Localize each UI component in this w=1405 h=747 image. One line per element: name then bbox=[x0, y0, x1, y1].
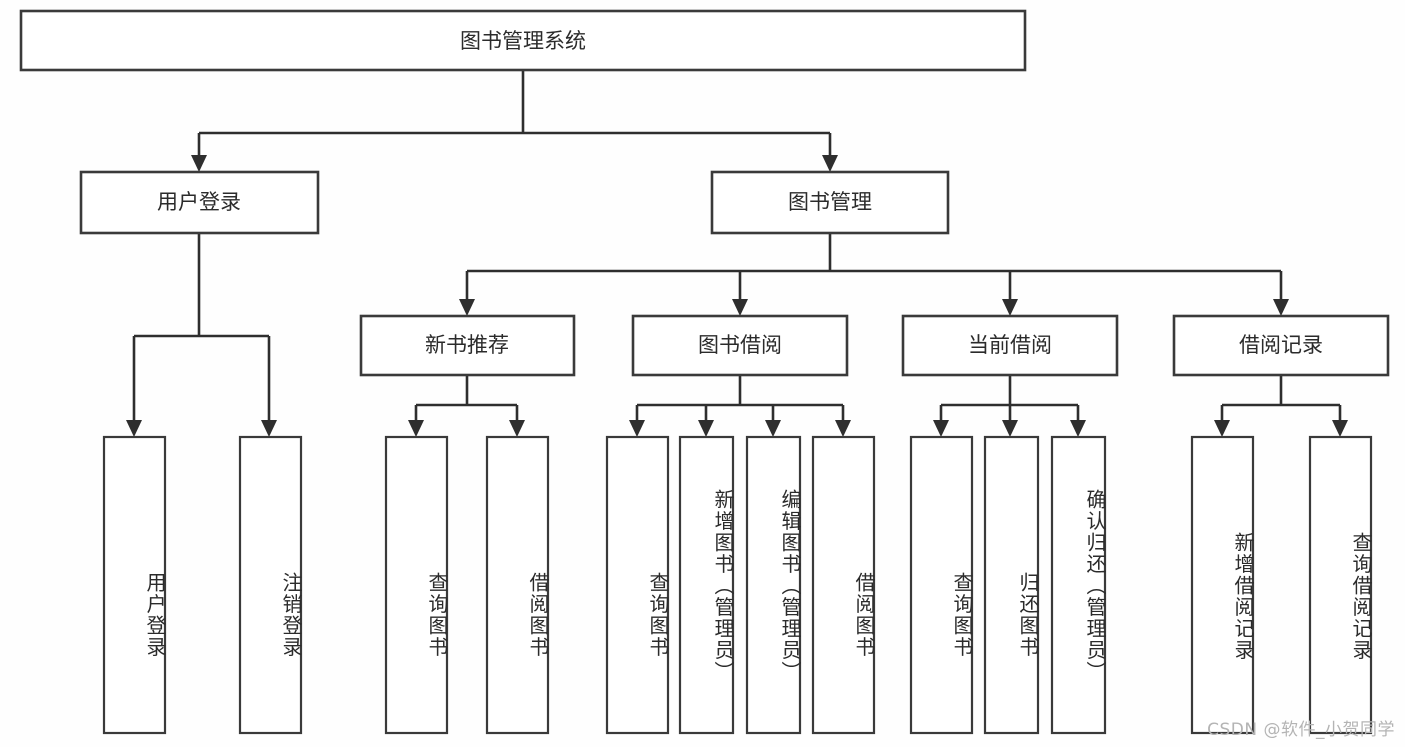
watermark: CSDN @软件_小贺同学 bbox=[1207, 720, 1395, 740]
leaf-book-borrow-1[interactable] bbox=[605, 435, 670, 735]
connectors bbox=[126, 70, 1348, 437]
arrow-currentborrow-c2 bbox=[1002, 420, 1018, 437]
arrow-currentborrow-c1 bbox=[933, 420, 949, 437]
leaf-current-borrow-2[interactable] bbox=[983, 435, 1040, 735]
node-current-borrow-label: 当前借阅 bbox=[968, 333, 1052, 357]
node-user-login[interactable] bbox=[79, 170, 320, 235]
leaf-user-login-1[interactable] bbox=[102, 435, 167, 735]
node-new-book-recommend[interactable] bbox=[359, 314, 576, 377]
leaf-current-borrow-1[interactable] bbox=[909, 435, 974, 735]
leaf-borrow-record-2[interactable] bbox=[1308, 435, 1373, 735]
node-boxes: 图书管理系统 用户登录 图书管理 新书推荐 图书借阅 当前借阅 借阅记录 bbox=[19, 9, 1390, 735]
node-borrow-record-label: 借阅记录 bbox=[1239, 333, 1323, 357]
leaf-new-book-2[interactable] bbox=[485, 435, 550, 735]
leaf-book-borrow-3[interactable] bbox=[745, 435, 802, 735]
arrow-borrowrecord bbox=[1273, 299, 1289, 316]
arrow-newbook-c2 bbox=[509, 420, 525, 437]
leaf-book-borrow-2[interactable] bbox=[678, 435, 735, 735]
node-book-borrow-label: 图书借阅 bbox=[698, 333, 782, 357]
node-new-book-recommend-label: 新书推荐 bbox=[425, 333, 509, 357]
arrow-bookborrow bbox=[732, 299, 748, 316]
arrow-borrowrecord-c1 bbox=[1214, 420, 1230, 437]
node-book-management[interactable] bbox=[710, 170, 950, 235]
arrow-newbook bbox=[459, 299, 475, 316]
arrow-bookborrow-c3 bbox=[765, 420, 781, 437]
leaf-borrow-record-1[interactable] bbox=[1190, 435, 1255, 735]
arrow-userlogin-c1 bbox=[126, 420, 142, 437]
arrow-currentborrow-c3 bbox=[1070, 420, 1086, 437]
node-root-label: 图书管理系统 bbox=[460, 29, 586, 53]
leaf-new-book-1[interactable] bbox=[384, 435, 449, 735]
arrow-bookborrow-c1 bbox=[629, 420, 645, 437]
leaf-current-borrow-3[interactable] bbox=[1050, 435, 1107, 735]
arrow-currentborrow bbox=[1002, 299, 1018, 316]
node-user-login-label: 用户登录 bbox=[157, 190, 241, 214]
arrow-user-login bbox=[191, 155, 207, 172]
arrow-bookborrow-c2 bbox=[698, 420, 714, 437]
arrow-newbook-c1 bbox=[408, 420, 424, 437]
node-root[interactable] bbox=[19, 9, 1027, 72]
node-borrow-record[interactable] bbox=[1172, 314, 1390, 377]
leaf-book-borrow-4[interactable] bbox=[811, 435, 876, 735]
arrow-book-mgmt bbox=[822, 155, 838, 172]
arrow-bookborrow-c4 bbox=[835, 420, 851, 437]
node-book-borrow[interactable] bbox=[631, 314, 849, 377]
node-book-management-label: 图书管理 bbox=[788, 190, 872, 214]
arrow-borrowrecord-c2 bbox=[1332, 420, 1348, 437]
leaf-user-login-2[interactable] bbox=[238, 435, 303, 735]
node-current-borrow[interactable] bbox=[901, 314, 1119, 377]
arrow-userlogin-c2 bbox=[261, 420, 277, 437]
